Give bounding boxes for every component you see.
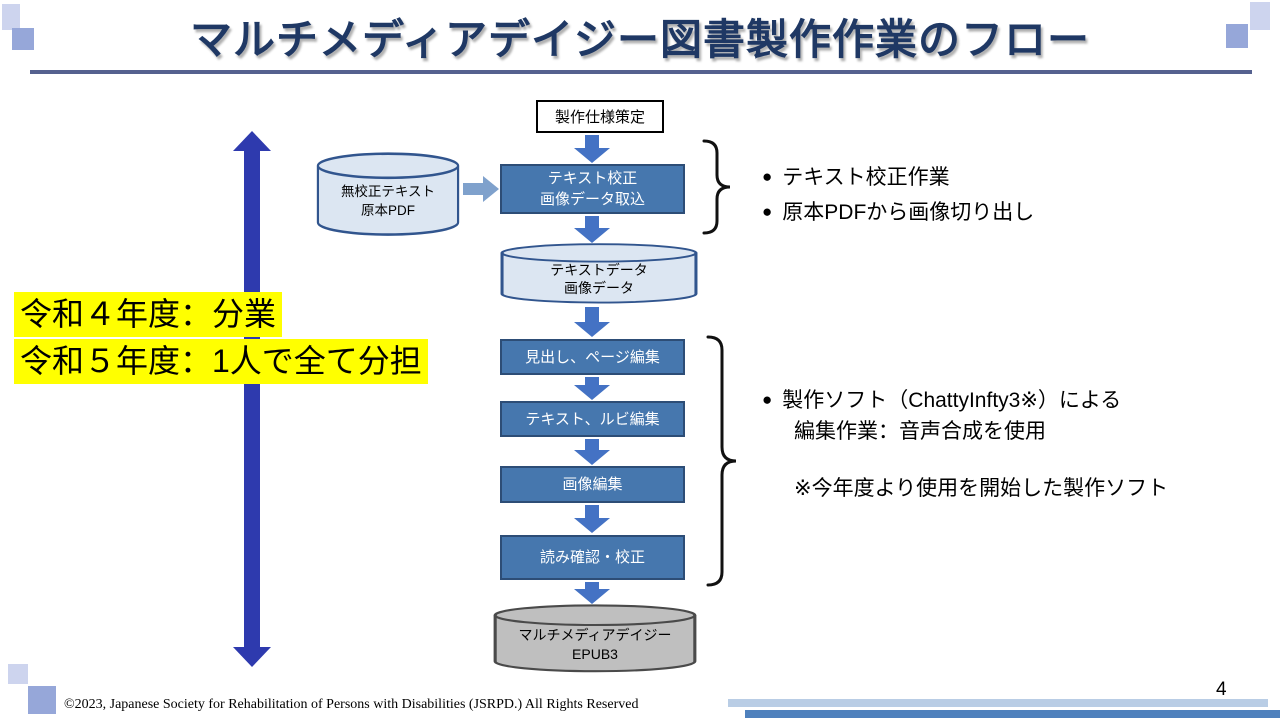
corner-decoration-bottom-left-light: [8, 664, 28, 684]
flow-arrow-down-icon: [574, 439, 610, 465]
annotation-top-list: ● テキスト校正作業 ● 原本PDFから画像切り出し: [762, 160, 1034, 230]
flow-box-edit-step: 見出し、ページ編集: [500, 339, 685, 375]
flow-box-edit-step-label: 見出し、ページ編集: [525, 348, 660, 366]
flow-box-spec-label: 製作仕様策定: [554, 109, 645, 126]
annotation-bottom-line1: 製作ソフト（ChattyInfty3※）による: [782, 389, 1122, 412]
cylinder-output-line2: EPUB3: [572, 646, 618, 662]
timeline-double-arrow-icon: [233, 131, 271, 667]
cylinder-source-line1: 無校正テキスト: [340, 184, 436, 199]
flow-box-text-proof: テキスト校正 画像データ取込: [500, 164, 685, 214]
cylinder-output-line1: マルチメディアデイジー: [518, 627, 672, 643]
annotation-bottom-line2: 編集作業：音声合成を使用: [794, 420, 1046, 443]
flow-box-edit-step: 画像編集: [500, 466, 685, 503]
flow-box-edit-step-label: テキスト、ルビ編集: [525, 410, 660, 428]
annotation-top-item-label: テキスト校正作業: [782, 166, 950, 189]
corner-decoration-top-right-dark: [1226, 24, 1248, 48]
highlight-note-line2: 令和５年度：1人で全て分担: [14, 339, 428, 384]
flow-box-edit-step-label: 読み確認・校正: [539, 549, 645, 566]
corner-decoration-top-left-dark: [12, 28, 34, 50]
flow-arrow-right-icon: [463, 176, 499, 202]
annotation-bottom-note: ※今年度より使用を開始した製作ソフト: [794, 477, 1169, 500]
footer-bar-light: [728, 699, 1268, 707]
bullet-icon: ●: [762, 167, 773, 186]
flow-box-spec: 製作仕様策定: [536, 100, 664, 133]
copyright-text: ©2023, Japanese Society for Rehabilitati…: [64, 697, 639, 712]
cylinder-text-image-data: テキストデータ 画像データ: [498, 243, 700, 305]
arrow-stem: [244, 149, 260, 649]
highlight-note: 令和４年度：分業 令和５年度：1人で全て分担: [14, 292, 428, 384]
flow-box-edit-step-label: 画像編集: [562, 476, 623, 493]
arrow-down-head: [233, 647, 271, 667]
title-divider: [30, 70, 1252, 74]
cylinder-output-epub3: マルチメディアデイジー EPUB3: [491, 604, 699, 674]
flow-box-edit-step: テキスト、ルビ編集: [500, 401, 685, 437]
flow-arrow-down-icon: [574, 216, 610, 243]
corner-decoration-top-right-light: [1250, 2, 1270, 30]
bullet-icon: ●: [762, 390, 773, 409]
flow-arrow-down-icon: [574, 582, 610, 604]
cylinder-source-pdf: 無校正テキスト 原本PDF: [315, 152, 461, 238]
flow-box-text-proof-line1: テキスト校正: [547, 170, 638, 187]
flow-arrow-down-icon: [574, 505, 610, 533]
brace-top: [702, 139, 731, 235]
annotation-top-item-label: 原本PDFから画像切り出し: [782, 201, 1035, 224]
arrow-up-head: [233, 131, 271, 151]
flow-box-text-proof-line2: 画像データ取込: [539, 191, 645, 208]
brace-bottom: [706, 335, 737, 587]
annotation-top-item: ● テキスト校正作業: [762, 160, 1034, 195]
cylinder-source-line2: 原本PDF: [361, 203, 415, 218]
annotation-bottom-block: ● 製作ソフト（ChattyInfty3※）による 編集作業：音声合成を使用 ※今…: [762, 384, 1168, 504]
cylinder-data-line1: テキストデータ: [550, 262, 648, 278]
cylinder-data-line2: 画像データ: [564, 280, 634, 296]
corner-decoration-bottom-left-dark: [28, 686, 56, 714]
flow-arrow-down-icon: [574, 307, 610, 337]
flow-arrow-down-icon: [574, 377, 610, 400]
corner-decoration-top-left-light: [2, 4, 20, 30]
page-number: 4: [1216, 679, 1227, 700]
bullet-icon: ●: [762, 202, 773, 221]
page-title: マルチメディアデイジー図書製作作業のフロー: [189, 16, 1091, 63]
flow-arrow-down-icon: [574, 135, 610, 163]
flow-box-edit-step: 読み確認・校正: [500, 535, 685, 580]
annotation-bottom-item: ● 製作ソフト（ChattyInfty3※）による: [762, 384, 1168, 416]
highlight-note-line1: 令和４年度：分業: [14, 292, 283, 337]
annotation-top-item: ● 原本PDFから画像切り出し: [762, 195, 1034, 230]
footer-bar-dark: [745, 710, 1280, 718]
